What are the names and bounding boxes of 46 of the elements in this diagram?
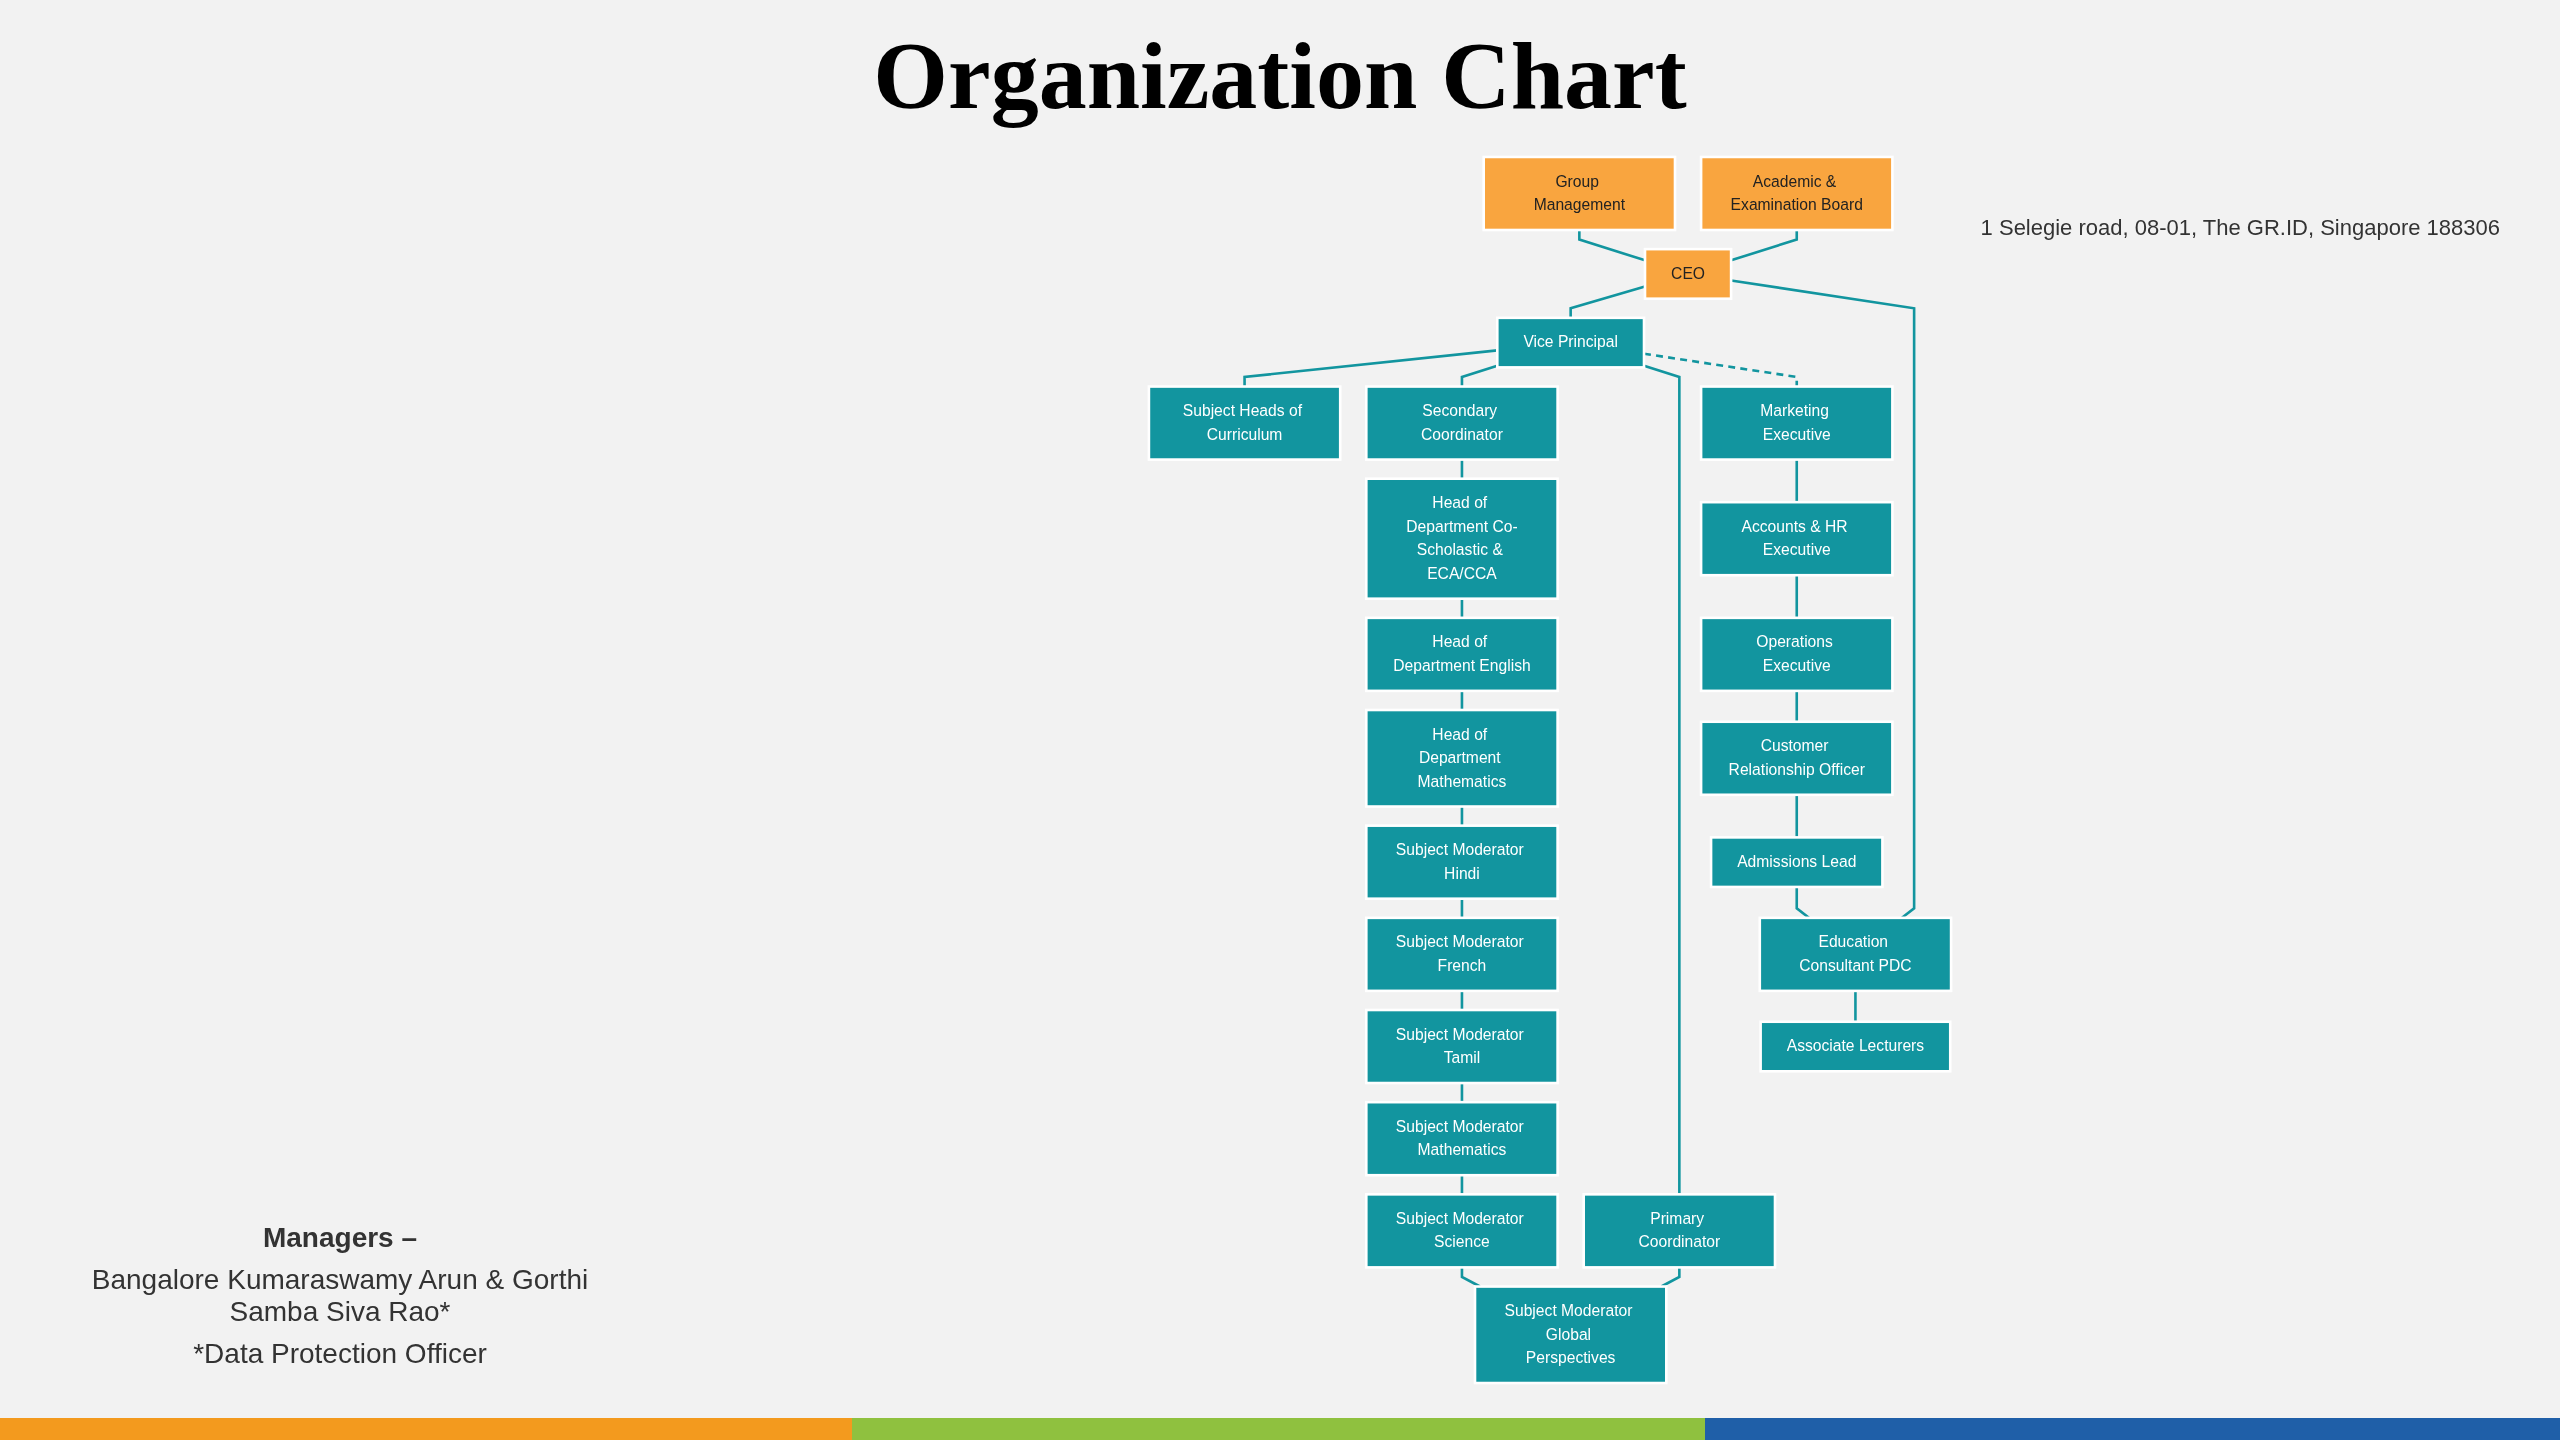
connector: [1460, 364, 1498, 387]
connector: [1795, 690, 1799, 722]
connector: [1795, 794, 1799, 838]
node-box: Customer Relationship Officer: [1699, 720, 1894, 797]
node-box: Accounts & HR Executive: [1699, 500, 1894, 577]
footnote: *Data Protection Officer: [192, 1338, 488, 1370]
node-box: Subject Moderator Science: [1365, 1193, 1559, 1269]
node-box: Admissions Lead: [1709, 836, 1884, 889]
node-box: Secondary Coordinator: [1365, 385, 1559, 461]
node-box: Subject Heads of Curriculum: [1147, 385, 1342, 461]
chart-title: Organization Chart: [872, 21, 1688, 131]
connector: [1460, 1267, 1481, 1288]
node-box: Subject Moderator Global Perspectives: [1473, 1285, 1668, 1385]
note-text: Bangalore Kumaraswamy Arun & Gorthi Samba Siva Rao*: [90, 1264, 590, 1328]
connector: [1460, 990, 1464, 1010]
connector: [1460, 459, 1464, 479]
connector: [1460, 598, 1464, 618]
connector: [1660, 1267, 1681, 1288]
connector: [1460, 806, 1464, 826]
connector: [1795, 459, 1799, 503]
node-box: CEO: [1643, 247, 1733, 300]
node-box: Head of Department English: [1365, 616, 1559, 693]
node-box: Subject Moderator Hindi: [1365, 824, 1559, 900]
node-box: Head of Department Co-Scholastic & ECA/CCA: [1365, 477, 1559, 600]
node-box: Academic & Examination Board: [1699, 155, 1894, 232]
connector: [1854, 990, 1857, 1022]
connector: [1243, 349, 1498, 387]
connector: [1460, 898, 1464, 918]
connector: [1643, 364, 1681, 1195]
connector: [1460, 690, 1464, 710]
connector: [1460, 1083, 1464, 1103]
node-box: Subject Moderator Mathematics: [1365, 1100, 1559, 1177]
node-box: Head of Department Mathematics: [1365, 708, 1559, 808]
connector: [1795, 575, 1799, 618]
node-box: Group Management: [1482, 155, 1677, 232]
node-box: Marketing Executive: [1699, 385, 1894, 461]
node-box: Operations Executive: [1699, 616, 1894, 693]
address-text: 1 Selegie road, 08-01, The GR.ID, Singapore 188306: [1980, 215, 2500, 241]
node-box: Subject Moderator French: [1365, 916, 1559, 993]
node-box: Associate Lecturers: [1759, 1020, 1952, 1073]
node-box: Education Consultant PDC: [1758, 916, 1953, 993]
connector: [1460, 1175, 1464, 1195]
node-box: Subject Moderator Tamil: [1365, 1008, 1559, 1085]
note-heading: Managers –: [261, 1222, 419, 1254]
node-box: Primary Coordinator: [1582, 1193, 1777, 1269]
node-box: Vice Principal: [1496, 316, 1646, 369]
